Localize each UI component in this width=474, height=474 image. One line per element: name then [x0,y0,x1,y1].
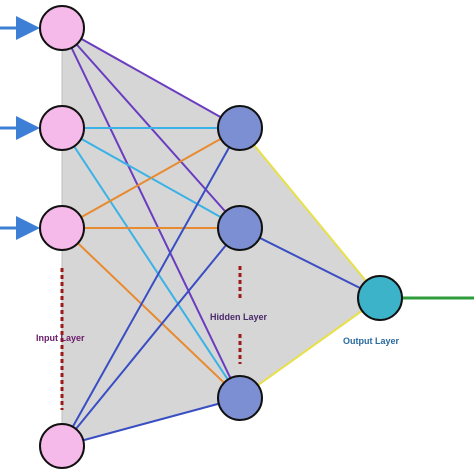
edge-h1-out [239,127,381,299]
hidden-node-3 [217,375,263,421]
edge-in3-h1 [61,127,241,229]
output-node [357,275,403,321]
edge-h3-out [239,297,381,399]
edge-in4-h2 [61,227,241,447]
edge-h2-out [239,227,381,299]
edge-in1-h1 [61,27,241,129]
edge-in4-h3 [61,397,241,447]
edge-in1-h3 [61,27,241,399]
edge-in2-h3 [61,127,241,399]
input-node-1 [39,5,85,51]
output-layer-label: Output Layer [343,336,400,346]
input-node-3 [39,205,85,251]
hidden-node-2 [217,205,263,251]
input-node-4 [39,423,85,469]
edge-in4-h1 [61,127,241,447]
input-layer-label: Input Layer [36,333,85,343]
hidden-layer-label: Hidden Layer [210,312,268,322]
input-node-2 [39,105,85,151]
hidden-node-1 [217,105,263,151]
edge-in3-h3 [61,227,241,399]
